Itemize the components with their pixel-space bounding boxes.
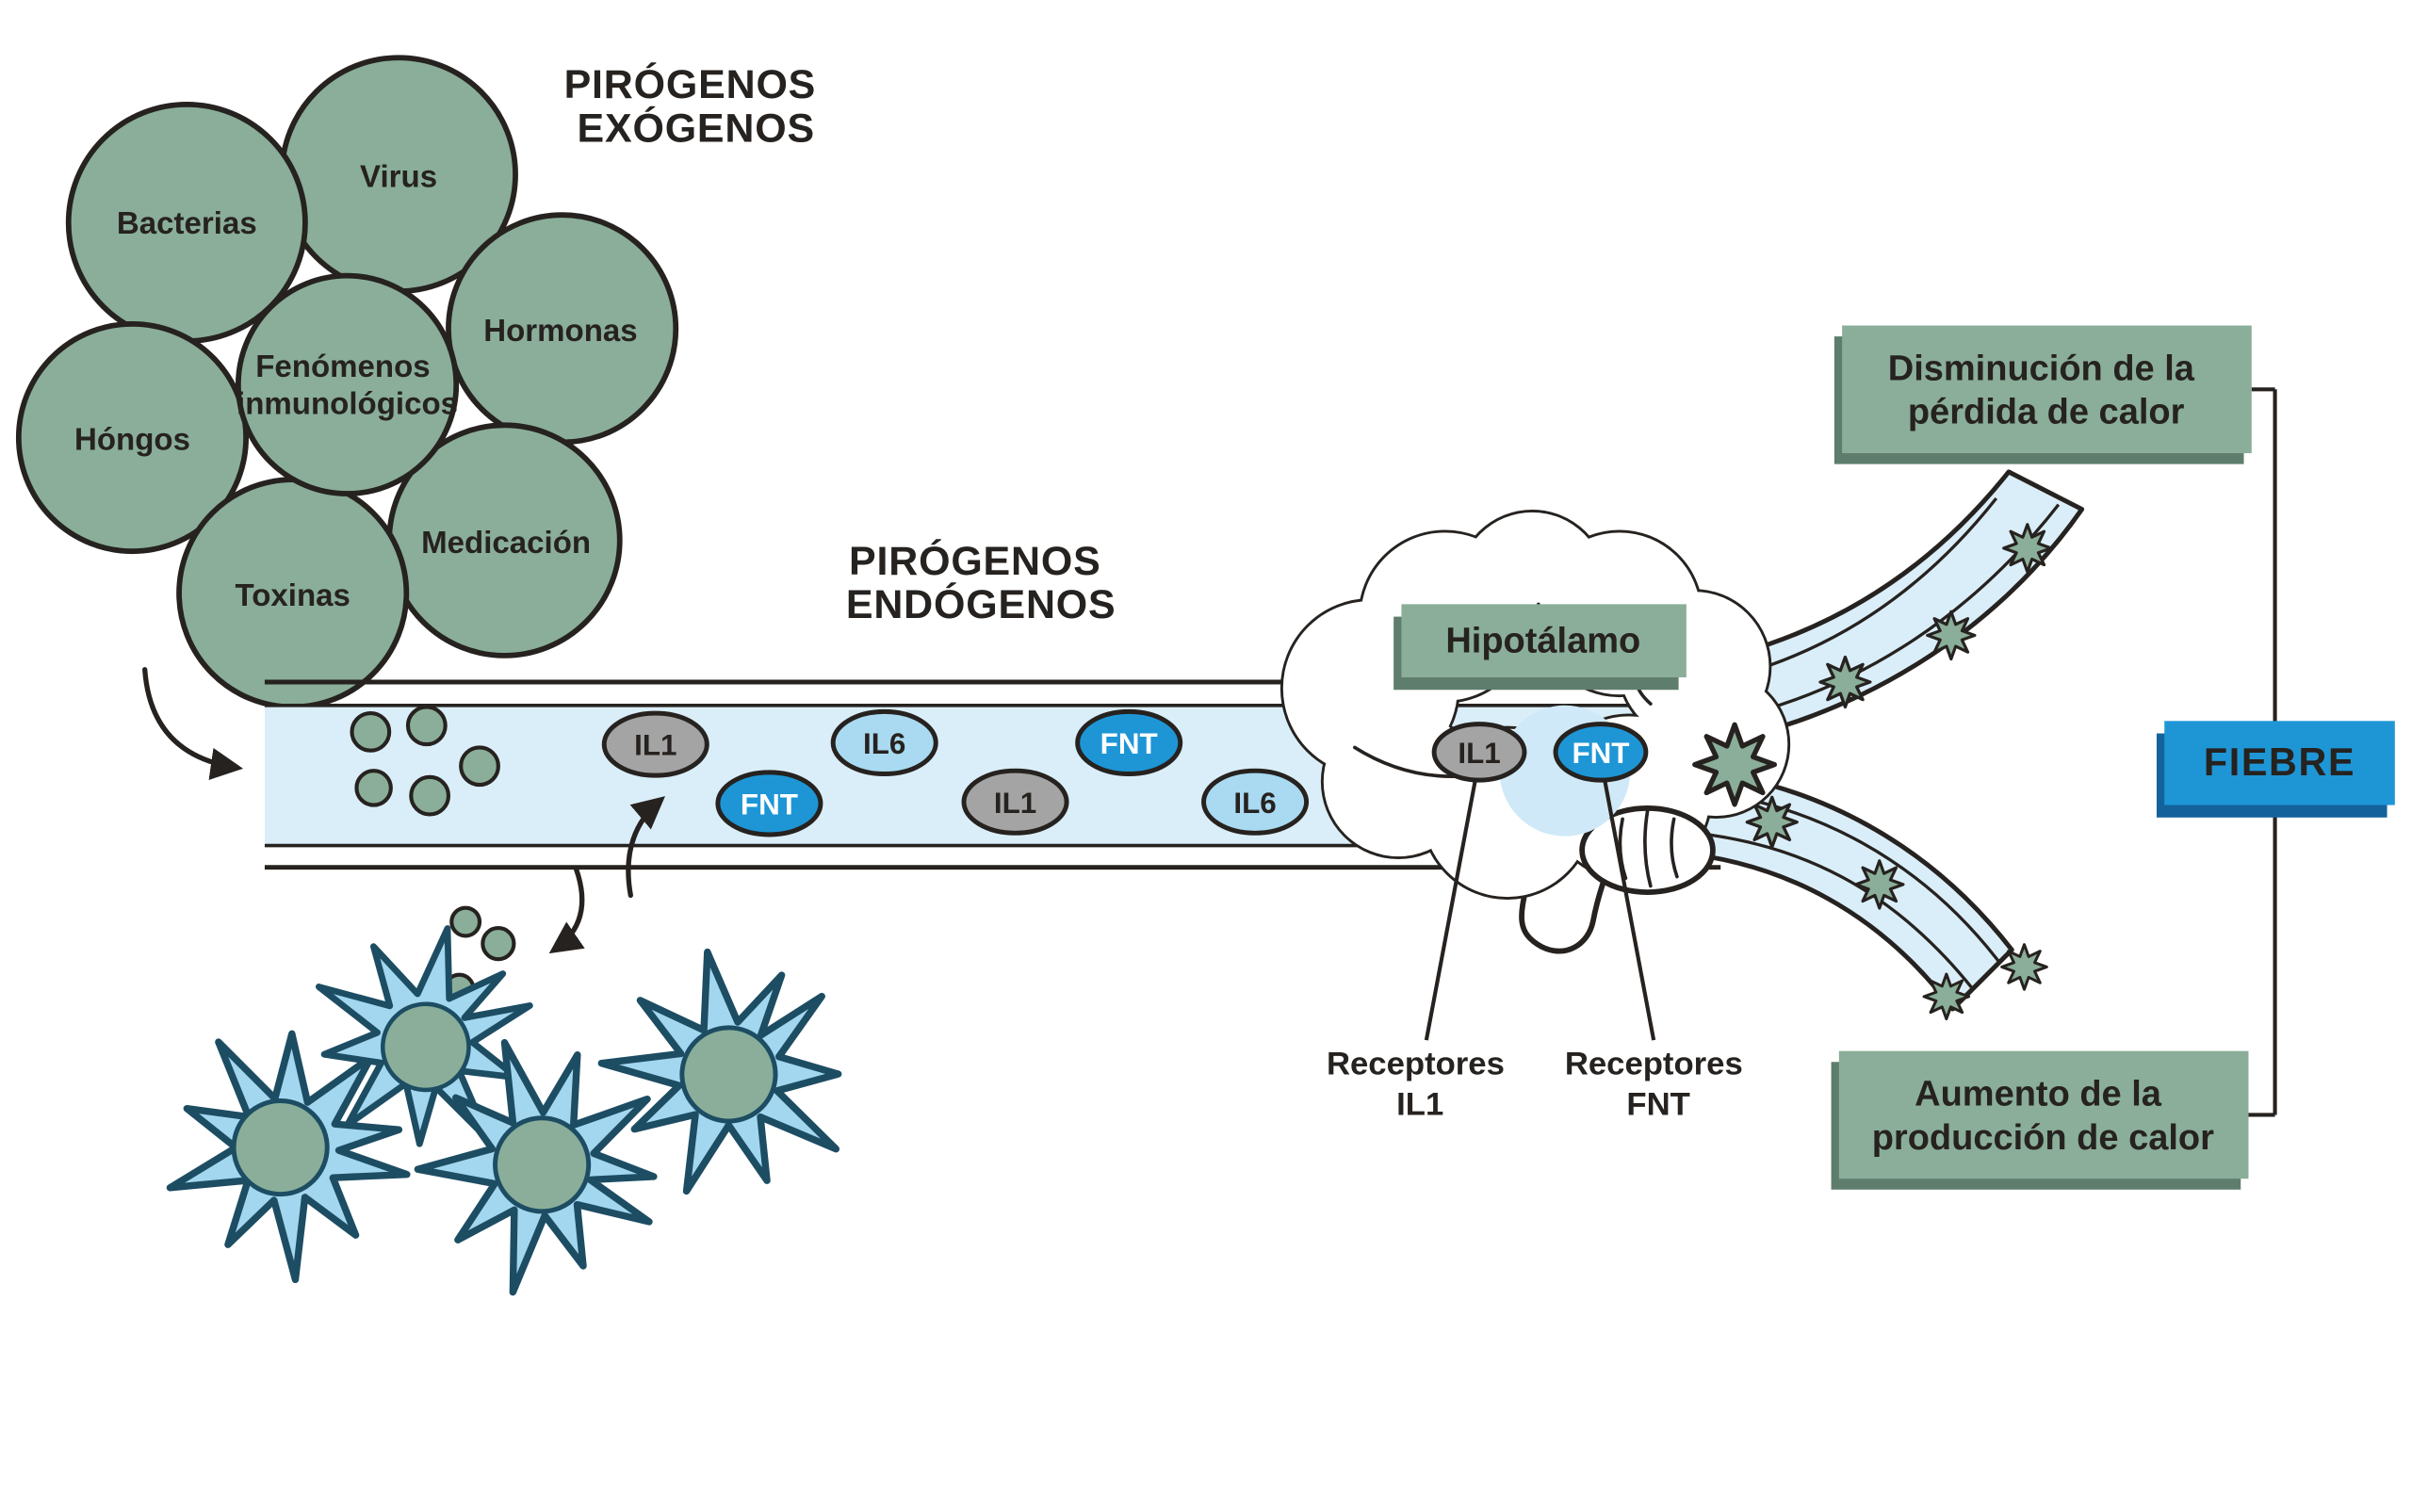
macrophage-nucleus [380, 1001, 471, 1093]
spiky-cell-icon [2000, 943, 2048, 991]
cytokine-il6-label: IL6 [863, 727, 905, 760]
cytokine-il6-oval [1201, 768, 1310, 836]
spiky-cell-icon [1922, 972, 1971, 1021]
endogenous-pyrogens-title: PIRÓGENOS ENDÓGENOS [846, 538, 1116, 627]
exogenous-pyrogens-cluster: Bacterias Virus Hormonas Fenómenos inmun… [15, 55, 679, 710]
heat-production-label: Aumento de la producción de calor [1872, 1075, 2214, 1158]
receptores-fnt-label: Receptores FNT [1565, 1046, 1752, 1122]
cytokine-fnt-oval [715, 770, 823, 837]
receptores-il1-label: Receptores IL1 [1327, 1046, 1514, 1122]
heat-loss-box: Disminución de la pérdida de calor [1833, 325, 2252, 464]
fever-label: FIEBRE [2204, 740, 2355, 784]
pyrogen-circle-hongos [15, 320, 250, 555]
cytokine-il1-oval [961, 768, 1069, 836]
brain-illustration [1279, 509, 1791, 954]
vessel-cytokines: IL1 FNT IL6 IL1 FNT IL6 [601, 708, 1310, 837]
callout-line-il1 [1424, 774, 1478, 1041]
cytokine-il1-label: IL1 [634, 729, 676, 762]
cytokine-il1-oval [601, 710, 709, 778]
receptor-fnt-text: FNT [1572, 737, 1629, 770]
label-bacterias: Bacterias [117, 206, 257, 241]
arrow-vessel-to-macrophage [548, 866, 585, 954]
callout-line-fnt [1602, 774, 1656, 1041]
macrophage-nucleus [679, 1025, 778, 1124]
cytokine-fnt-label: FNT [741, 788, 798, 821]
label-fenomenos: Fenómenos inmunológicos [236, 350, 458, 422]
label-virus: Virus [360, 159, 437, 194]
cerebellum-fold [1670, 817, 1679, 879]
hypothalamus-box [1401, 604, 1687, 678]
fever-box: FIEBRE [2156, 721, 2395, 818]
spiky-cell-icon [1818, 655, 1872, 709]
macrophage-cell [574, 909, 904, 1240]
macrophage-cells [156, 906, 903, 1333]
fever-box-face [2164, 721, 2395, 805]
hypothalamus-receptors: IL1 FNT [1431, 722, 1649, 783]
heat-loss-label: Disminución de la pérdida de calor [1888, 349, 2205, 431]
exogenous-particles-in-vessel [350, 705, 500, 817]
macrophage-cell [297, 906, 565, 1181]
macrophage-cell [388, 1014, 703, 1333]
heat-loss-box-face [1842, 325, 2252, 454]
spiky-cell-icon [1926, 610, 1977, 661]
exogenous-pyrogens-title: PIRÓGENOS EXÓGENOS [564, 61, 828, 151]
receptor-il1-oval [1431, 722, 1527, 783]
cytokine-il6-oval [830, 708, 938, 776]
heat-production-box-face [1838, 1050, 2249, 1179]
hypothalamus-label-box: Hipotálamo [1393, 604, 1687, 691]
lower-branch-wall [1678, 830, 1973, 988]
hypothalamus-label: Hipotálamo [1445, 622, 1640, 661]
cytokine-fnt-oval [1075, 708, 1183, 776]
receptor-il1-text: IL1 [1458, 737, 1500, 770]
spiky-cell-icon-large [1695, 724, 1775, 805]
pyrogen-circle-fenomenos [235, 272, 460, 496]
label-medicacion: Medicación [421, 526, 591, 561]
macrophage-cell [156, 1016, 431, 1297]
macrophage-nucleus [231, 1098, 330, 1197]
upper-branch [1679, 469, 2085, 750]
cerebellum-fold [1643, 809, 1653, 888]
label-hongos: Hóngos [74, 423, 190, 458]
heat-production-box: Aumento de la producción de calor [1831, 1050, 2249, 1190]
vessel-branches [1667, 469, 2085, 1021]
cytokine-il1-label: IL1 [994, 787, 1036, 820]
arrow-macrophage-to-vessel [626, 796, 665, 899]
cytokine-il6-label: IL6 [1233, 787, 1276, 820]
lower-branch [1667, 767, 2014, 1012]
receptor-fnt-oval [1553, 722, 1649, 783]
spiky-cell-icon [2002, 523, 2053, 574]
label-toxinas: Toxinas [235, 578, 350, 613]
spiky-cell-icon [1854, 859, 1905, 910]
cytokine-fnt-label: FNT [1100, 727, 1158, 760]
label-hormonas: Hormonas [483, 314, 637, 349]
macrophage-nucleus [493, 1115, 592, 1214]
arrow-cluster-to-vessel [142, 667, 244, 780]
